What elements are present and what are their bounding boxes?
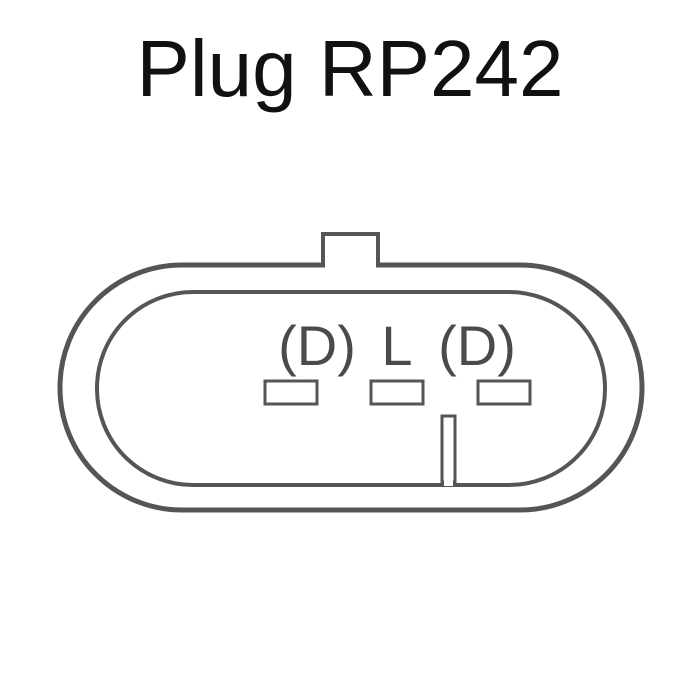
- pin-slot-middle: [369, 379, 425, 406]
- pin-label-left: (D): [278, 314, 356, 377]
- pin-label-right: (D): [438, 314, 516, 377]
- connector-key-rib-join: [444, 480, 453, 486]
- pin-slot-right: [476, 379, 532, 406]
- connector-inner-housing: [95, 290, 607, 487]
- connector-key-tab: [321, 232, 380, 269]
- connector-key-tab-join: [325, 262, 376, 270]
- diagram-title: Plug RP242: [136, 24, 564, 113]
- pin-slot-left: [263, 379, 319, 406]
- connector-key-rib: [440, 414, 457, 484]
- pin-label-middle: L: [381, 314, 412, 377]
